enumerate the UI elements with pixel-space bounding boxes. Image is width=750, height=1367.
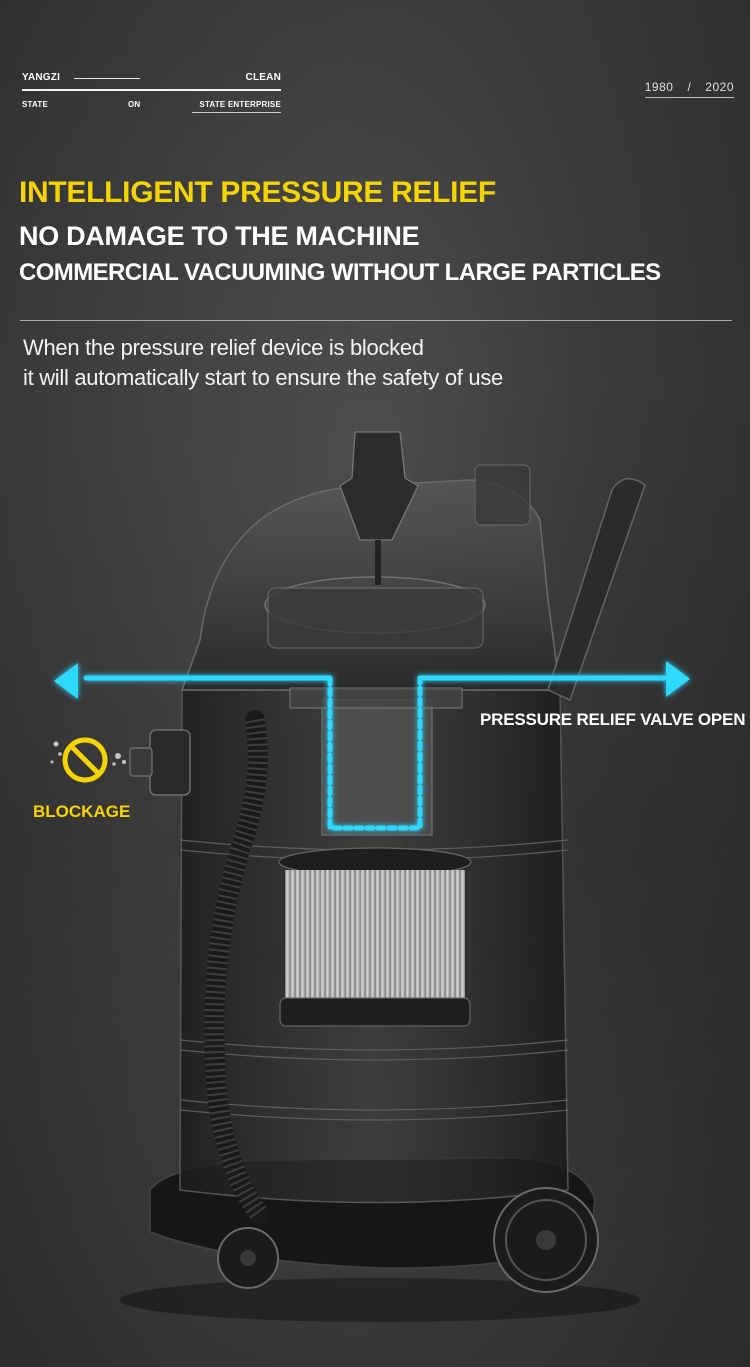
valve-open-label: PRESSURE RELIEF VALVE OPEN bbox=[480, 710, 746, 729]
headline-tertiary: COMMERCIAL VACUUMING WITHOUT LARGE PARTI… bbox=[19, 259, 661, 286]
filter-pleats bbox=[285, 870, 465, 1000]
brand-left-word: YANGZI bbox=[22, 72, 61, 83]
rear-wheel bbox=[493, 1187, 599, 1293]
brand-right-word: CLEAN bbox=[245, 72, 281, 83]
year-end: 2020 bbox=[705, 80, 734, 94]
airflow-path bbox=[83, 675, 668, 831]
filter-bottom bbox=[279, 997, 471, 1027]
description: When the pressure relief device is block… bbox=[23, 333, 503, 393]
inlet-nozzle bbox=[129, 747, 153, 777]
brand-block: YANGZI CLEAN STATE ON STATE ENTERPRISE bbox=[22, 70, 281, 113]
front-caster bbox=[217, 1227, 279, 1289]
brand-short-line bbox=[74, 78, 140, 79]
inner-collar bbox=[289, 687, 463, 709]
inlet-port bbox=[149, 729, 191, 796]
brand-underline bbox=[192, 112, 281, 113]
no-entry-sign-icon bbox=[50, 737, 126, 783]
airflow-arrow-left bbox=[54, 663, 78, 699]
rear-chimney bbox=[474, 464, 531, 526]
brand-sub-on: ON bbox=[128, 100, 141, 109]
push-handle-pole bbox=[547, 477, 646, 702]
brand-sub-enterprise: STATE ENTERPRISE bbox=[199, 100, 281, 109]
vacuum-cleaner-illustration bbox=[54, 431, 690, 1322]
description-line-1: When the pressure relief device is block… bbox=[23, 335, 424, 360]
section-divider bbox=[20, 320, 732, 321]
brand-row-bottom: STATE ON STATE ENTERPRISE bbox=[22, 100, 281, 116]
airflow-arrow-right bbox=[666, 661, 690, 697]
motor-block bbox=[267, 587, 484, 649]
description-line-2: it will automatically start to ensure th… bbox=[23, 365, 503, 390]
brand-divider bbox=[22, 89, 281, 91]
headline-primary: INTELLIGENT PRESSURE RELIEF bbox=[19, 176, 496, 209]
brand-sub-state: STATE bbox=[22, 100, 49, 109]
floor-shadow bbox=[120, 1278, 640, 1322]
year-separator: / bbox=[687, 80, 692, 94]
blockage-label: BLOCKAGE bbox=[33, 802, 131, 821]
brand-row-top: YANGZI CLEAN bbox=[22, 70, 281, 88]
top-handle bbox=[339, 431, 419, 541]
year-range: 1980 / 2020 bbox=[644, 80, 734, 98]
inner-chamber bbox=[321, 699, 433, 836]
airflow-arrows bbox=[54, 661, 690, 699]
year-start: 1980 bbox=[644, 80, 674, 94]
headline-secondary: NO DAMAGE TO THE MACHINE bbox=[19, 221, 420, 251]
